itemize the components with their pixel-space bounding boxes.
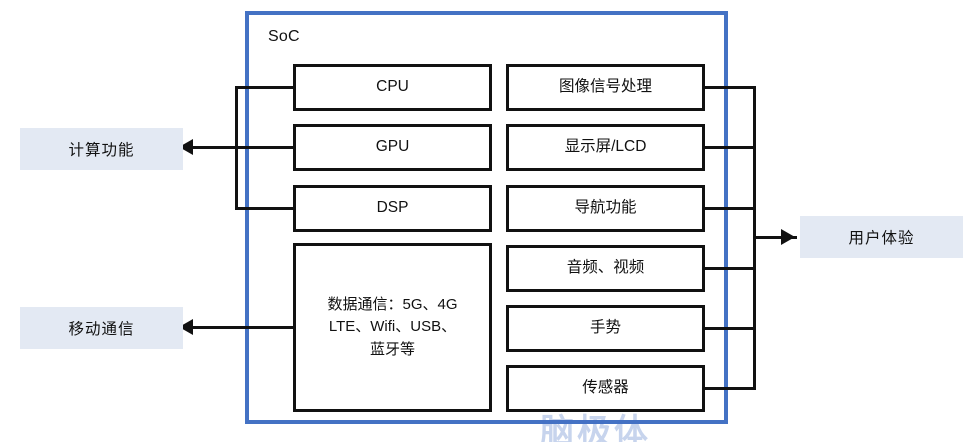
comms-line-1: 数据通信：5G、4G	[327, 295, 458, 313]
block-cpu[interactable]: CPU	[293, 64, 492, 111]
connector-audio-video-stub	[705, 267, 756, 270]
tag-mobile-communication[interactable]: 移动通信	[20, 307, 183, 349]
connector-sensor-stub	[705, 387, 756, 390]
connector-experience-arrow-line	[753, 236, 797, 239]
connector-dsp-stub	[235, 207, 293, 210]
block-gesture[interactable]: 手势	[506, 305, 705, 352]
connector-cpu-stub	[235, 86, 293, 89]
connector-compute-arrow-line	[193, 146, 238, 149]
soc-label: SoC	[268, 28, 300, 45]
block-gpu[interactable]: GPU	[293, 124, 492, 171]
block-image-signal-processing[interactable]: 图像信号处理	[506, 64, 705, 111]
comms-line-2: LTE、Wifi、USB、	[328, 318, 457, 336]
connector-isp-stub	[705, 86, 756, 89]
block-display-lcd[interactable]: 显示屏/LCD	[506, 124, 705, 171]
soc-boundary	[245, 11, 728, 424]
connector-gpu-stub	[235, 146, 293, 149]
block-audio-video[interactable]: 音频、视频	[506, 245, 705, 292]
connector-navigation-stub	[705, 207, 756, 210]
block-sensor[interactable]: 传感器	[506, 365, 705, 412]
tag-user-experience[interactable]: 用户体验	[800, 216, 963, 258]
connector-mobile-arrow-line	[193, 326, 294, 329]
block-data-communication[interactable]: 数据通信：5G、4G LTE、Wifi、USB、 蓝牙等	[293, 243, 492, 412]
connector-display-stub	[705, 146, 756, 149]
block-navigation[interactable]: 导航功能	[506, 185, 705, 232]
connector-gesture-stub	[705, 327, 756, 330]
block-dsp[interactable]: DSP	[293, 185, 492, 232]
arrow-experience	[781, 229, 795, 245]
tag-compute-function[interactable]: 计算功能	[20, 128, 183, 170]
comms-line-3: 蓝牙等	[369, 340, 415, 358]
